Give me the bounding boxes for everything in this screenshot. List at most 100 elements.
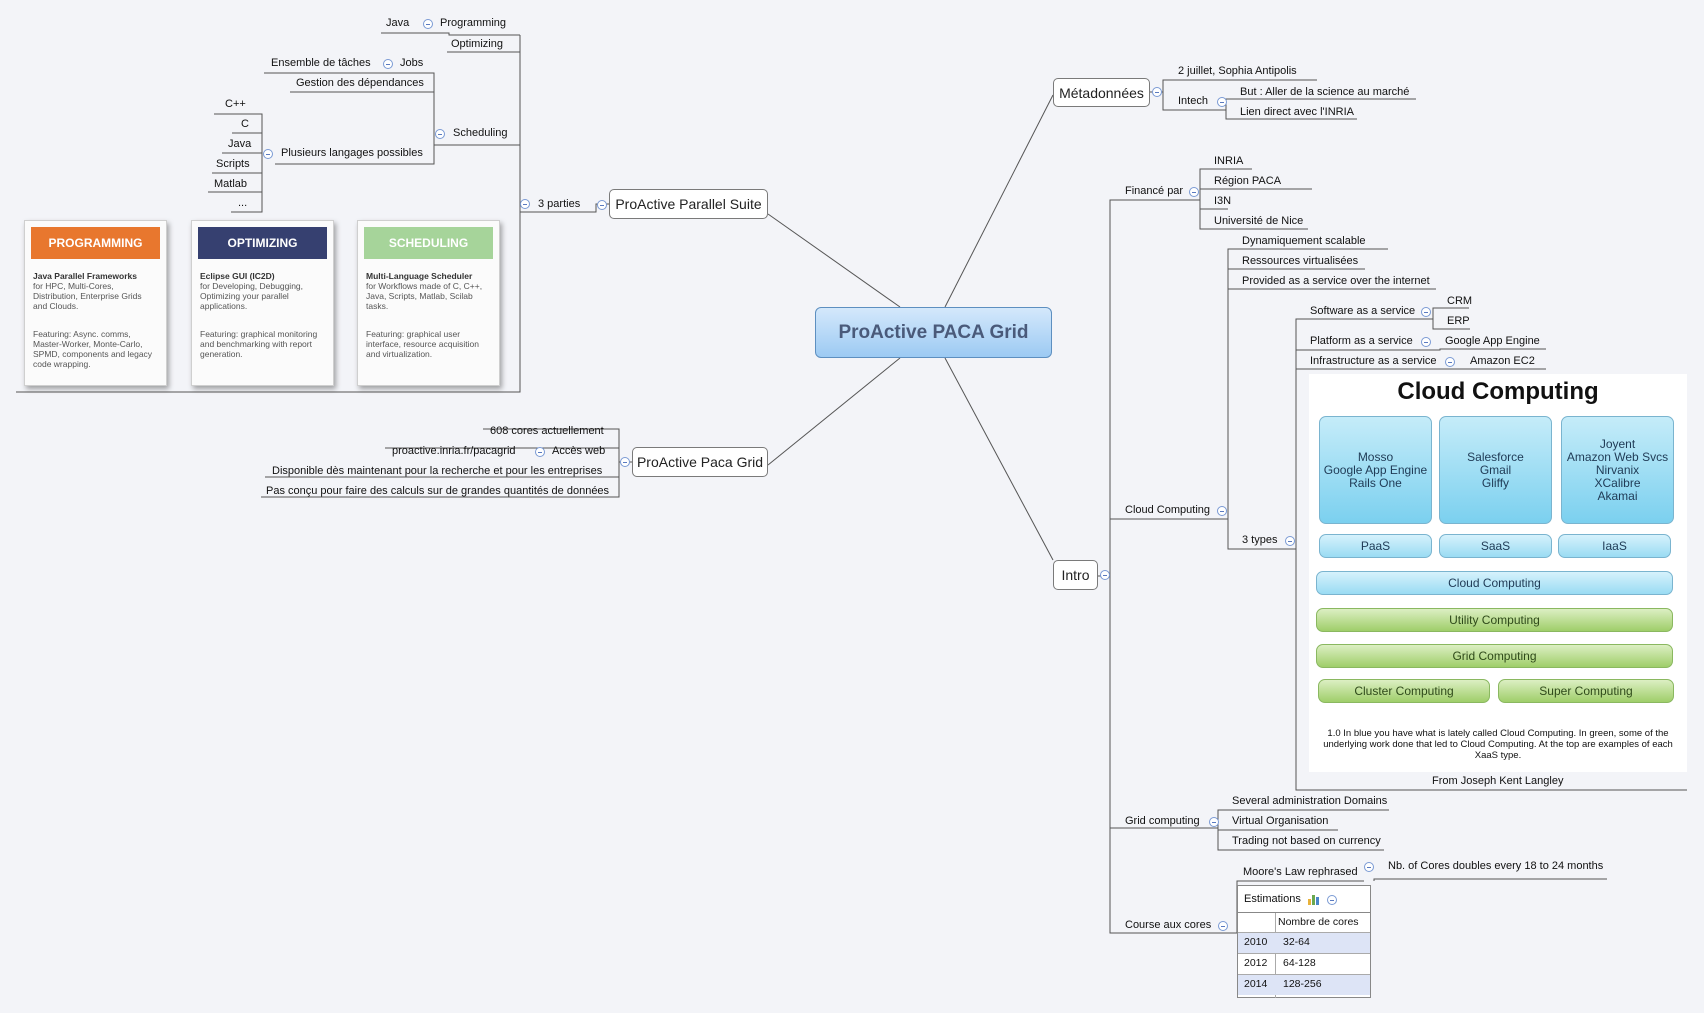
lang-item[interactable]: Scripts bbox=[216, 158, 250, 170]
collapse-icon[interactable] bbox=[1445, 357, 1455, 367]
subtopic-date[interactable]: 2 juillet, Sophia Antipolis bbox=[1178, 65, 1297, 77]
grid-item[interactable]: Several administration Domains bbox=[1232, 795, 1388, 807]
subtopic-saas[interactable]: Software as a service bbox=[1310, 305, 1416, 317]
topic-proactive-parallel-suite[interactable]: ProActive Parallel Suite bbox=[609, 189, 768, 219]
cc-cloud-bar: Cloud Computing bbox=[1316, 571, 1673, 595]
collapse-icon[interactable] bbox=[1152, 87, 1162, 97]
subtopic-gestion-dependances[interactable]: Gestion des dépendances bbox=[296, 77, 424, 89]
card-title: Multi-Language Scheduler bbox=[366, 271, 473, 281]
subtopic-cores[interactable]: 608 cores actuellement bbox=[490, 425, 604, 437]
lang-item[interactable]: C bbox=[241, 118, 249, 130]
funder-item[interactable]: Région PACA bbox=[1214, 175, 1282, 187]
collapse-icon[interactable] bbox=[520, 199, 530, 209]
iaas-item[interactable]: Amazon EC2 bbox=[1470, 355, 1535, 367]
saas-item[interactable]: CRM bbox=[1447, 295, 1473, 307]
subtopic-ensemble-taches[interactable]: Ensemble de tâches bbox=[271, 57, 371, 69]
funder-item[interactable]: I3N bbox=[1214, 195, 1232, 207]
collapse-icon[interactable] bbox=[1327, 895, 1337, 905]
cc-saas-pill: SaaS bbox=[1439, 534, 1552, 558]
lang-item[interactable]: ... bbox=[238, 197, 248, 209]
topic-proactive-paca-grid[interactable]: ProActive Paca Grid bbox=[632, 447, 768, 477]
collapse-icon[interactable] bbox=[1421, 307, 1431, 317]
subtopic-disponible[interactable]: Disponible dès maintenant pour la recher… bbox=[272, 465, 603, 477]
moore-text[interactable]: Nb. of Cores doubles every 18 to 24 mont… bbox=[1388, 860, 1604, 872]
subtopic-acces-web[interactable]: Accès web bbox=[552, 445, 606, 457]
lang-item[interactable]: C++ bbox=[225, 98, 246, 110]
collapse-icon[interactable] bbox=[1421, 337, 1431, 347]
subtopic-moore[interactable]: Moore's Law rephrased bbox=[1243, 866, 1358, 878]
subtopic-jobs[interactable]: Jobs bbox=[400, 57, 424, 69]
subtopic-intech[interactable]: Intech bbox=[1178, 95, 1208, 107]
collapse-icon[interactable] bbox=[1217, 506, 1227, 516]
table-cell-year: 2012 bbox=[1244, 957, 1268, 969]
table-cell-year: 2014 bbox=[1244, 978, 1268, 990]
table-cell-year: 2010 bbox=[1244, 936, 1268, 948]
cloud-prop[interactable]: Provided as a service over the internet bbox=[1242, 275, 1430, 287]
collapse-icon[interactable] bbox=[1209, 817, 1219, 827]
subtopic-url[interactable]: proactive.inria.fr/pacagrid bbox=[392, 445, 516, 457]
subtopic-course-aux-cores[interactable]: Course aux cores bbox=[1125, 919, 1212, 931]
subtopic-iaas[interactable]: Infrastructure as a service bbox=[1310, 355, 1437, 367]
collapse-icon[interactable] bbox=[1100, 570, 1110, 580]
card-scheduling: SCHEDULING Multi-Language Scheduler for … bbox=[357, 220, 500, 386]
subtopic-scheduling[interactable]: Scheduling bbox=[453, 127, 508, 139]
paas-item[interactable]: Google App Engine bbox=[1445, 335, 1540, 347]
card-header: SCHEDULING bbox=[364, 227, 493, 259]
subtopic-optimizing[interactable]: Optimizing bbox=[451, 38, 503, 50]
subtopic-grid-computing[interactable]: Grid computing bbox=[1125, 815, 1200, 827]
collapse-icon[interactable] bbox=[1218, 921, 1228, 931]
grid-item[interactable]: Trading not based on currency bbox=[1232, 835, 1381, 847]
central-topic[interactable]: ProActive PACA Grid bbox=[815, 307, 1052, 358]
collapse-icon[interactable] bbox=[1364, 862, 1374, 872]
collapse-icon[interactable] bbox=[1217, 97, 1227, 107]
funder-item[interactable]: Université de Nice bbox=[1214, 215, 1304, 227]
collapse-icon[interactable] bbox=[1285, 536, 1295, 546]
card-optimizing: OPTIMIZING Eclipse GUI (IC2D) for Develo… bbox=[191, 220, 334, 386]
cloud-prop[interactable]: Dynamiquement scalable bbox=[1242, 235, 1366, 247]
cloud-computing-image: Cloud Computing Mosso Google App Engine … bbox=[1309, 374, 1687, 772]
collapse-icon[interactable] bbox=[1189, 187, 1199, 197]
subtopic-finance-par[interactable]: Financé par bbox=[1125, 185, 1184, 197]
subtopic-3-parties[interactable]: 3 parties bbox=[538, 198, 581, 210]
subtopic-programming[interactable]: Programming bbox=[440, 17, 507, 29]
card-title: Java Parallel Frameworks bbox=[33, 271, 137, 281]
lang-item[interactable]: Java bbox=[228, 138, 252, 150]
topic-intro[interactable]: Intro bbox=[1053, 560, 1098, 590]
cloud-prop[interactable]: Ressources virtualisées bbox=[1242, 255, 1359, 267]
table-cell-value: 64-128 bbox=[1283, 957, 1316, 969]
subtopic-pas-concu[interactable]: Pas conçu pour faire des calculs sur de … bbox=[266, 485, 610, 497]
collapse-icon[interactable] bbox=[435, 129, 445, 139]
subtopic-plusieurs-langages[interactable]: Plusieurs langages possibles bbox=[281, 147, 423, 159]
subtopic-but[interactable]: But : Aller de la science au marché bbox=[1240, 86, 1410, 98]
cc-super-bar: Super Computing bbox=[1498, 679, 1674, 703]
collapse-icon[interactable] bbox=[620, 457, 630, 467]
cc-examples-paas: Mosso Google App Engine Rails One bbox=[1319, 416, 1432, 524]
subtopic-paas[interactable]: Platform as a service bbox=[1310, 335, 1413, 347]
subtopic-cloud-computing[interactable]: Cloud Computing bbox=[1125, 504, 1210, 516]
card-programming: PROGRAMMING Java Parallel Frameworks for… bbox=[24, 220, 167, 386]
collapse-icon[interactable] bbox=[597, 200, 607, 210]
subtopic-3-types[interactable]: 3 types bbox=[1242, 534, 1278, 546]
cc-paas-pill: PaaS bbox=[1319, 534, 1432, 558]
card-header: PROGRAMMING bbox=[31, 227, 160, 259]
card-text: for Developing, Debugging, Optimizing yo… bbox=[200, 281, 304, 311]
funder-item[interactable]: INRIA bbox=[1214, 155, 1244, 167]
estimations-title: Estimations bbox=[1244, 893, 1301, 905]
grid-item[interactable]: Virtual Organisation bbox=[1232, 815, 1329, 827]
collapse-icon[interactable] bbox=[423, 19, 433, 29]
subtopic-lien[interactable]: Lien direct avec l'INRIA bbox=[1240, 106, 1354, 118]
topic-metadonnees[interactable]: Métadonnées bbox=[1053, 78, 1150, 107]
lang-item[interactable]: Matlab bbox=[214, 178, 248, 190]
chart-icon bbox=[1307, 893, 1320, 905]
subtopic-java[interactable]: Java bbox=[386, 17, 410, 29]
saas-item[interactable]: ERP bbox=[1447, 315, 1470, 327]
table-header: Nombre de cores bbox=[1278, 916, 1359, 928]
collapse-icon[interactable] bbox=[263, 149, 273, 159]
estimations-table[interactable]: Estimations Nombre de cores 2010 32-64 2… bbox=[1237, 885, 1371, 998]
card-text: for Workflows made of C, C++, Java, Scri… bbox=[366, 281, 483, 311]
table-cell-value: 128-256 bbox=[1283, 978, 1322, 990]
collapse-icon[interactable] bbox=[383, 59, 393, 69]
collapse-icon[interactable] bbox=[535, 447, 545, 457]
